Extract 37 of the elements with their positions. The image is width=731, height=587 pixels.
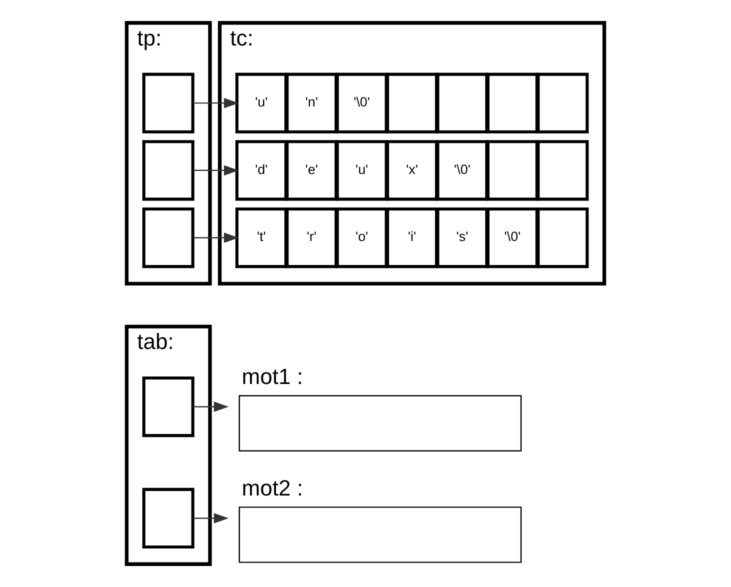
node-box: '\0'	[436, 140, 488, 201]
node-box	[238, 395, 522, 452]
node-box: 'i'	[386, 207, 438, 268]
node-box	[238, 506, 522, 563]
node-box: 'x'	[386, 140, 438, 201]
node-box: 'u'	[336, 140, 388, 201]
node-box	[142, 207, 194, 268]
node-box	[142, 72, 194, 134]
node-box	[486, 140, 538, 201]
node-box	[436, 72, 488, 134]
node-box	[536, 72, 589, 134]
node-box	[386, 72, 438, 134]
node-label: mot2 :	[242, 475, 304, 500]
node-box	[536, 207, 589, 268]
arrow	[193, 513, 229, 524]
node-box: 'u'	[235, 72, 288, 134]
node-box: 'e'	[286, 140, 338, 201]
arrow	[193, 165, 239, 176]
arrow	[193, 402, 229, 412]
node-label: mot1 :	[242, 364, 304, 389]
arrow	[193, 98, 239, 108]
arrow	[193, 232, 239, 243]
node-box: 's'	[436, 207, 488, 268]
node-box: '\0'	[336, 72, 388, 134]
cluster: tab:	[124, 324, 212, 566]
node-box: 'r'	[286, 207, 338, 268]
node-box	[142, 488, 194, 549]
cluster: tp:	[124, 21, 212, 286]
node-box: '\0'	[486, 207, 538, 268]
node-box	[142, 376, 194, 438]
node-box: 'o'	[336, 207, 388, 268]
node-box	[142, 140, 194, 201]
node-box	[536, 140, 589, 201]
node-box	[486, 72, 538, 134]
node-box: 'n'	[286, 72, 338, 134]
node-box: 'd'	[235, 140, 288, 201]
node-box: 't'	[235, 207, 288, 268]
